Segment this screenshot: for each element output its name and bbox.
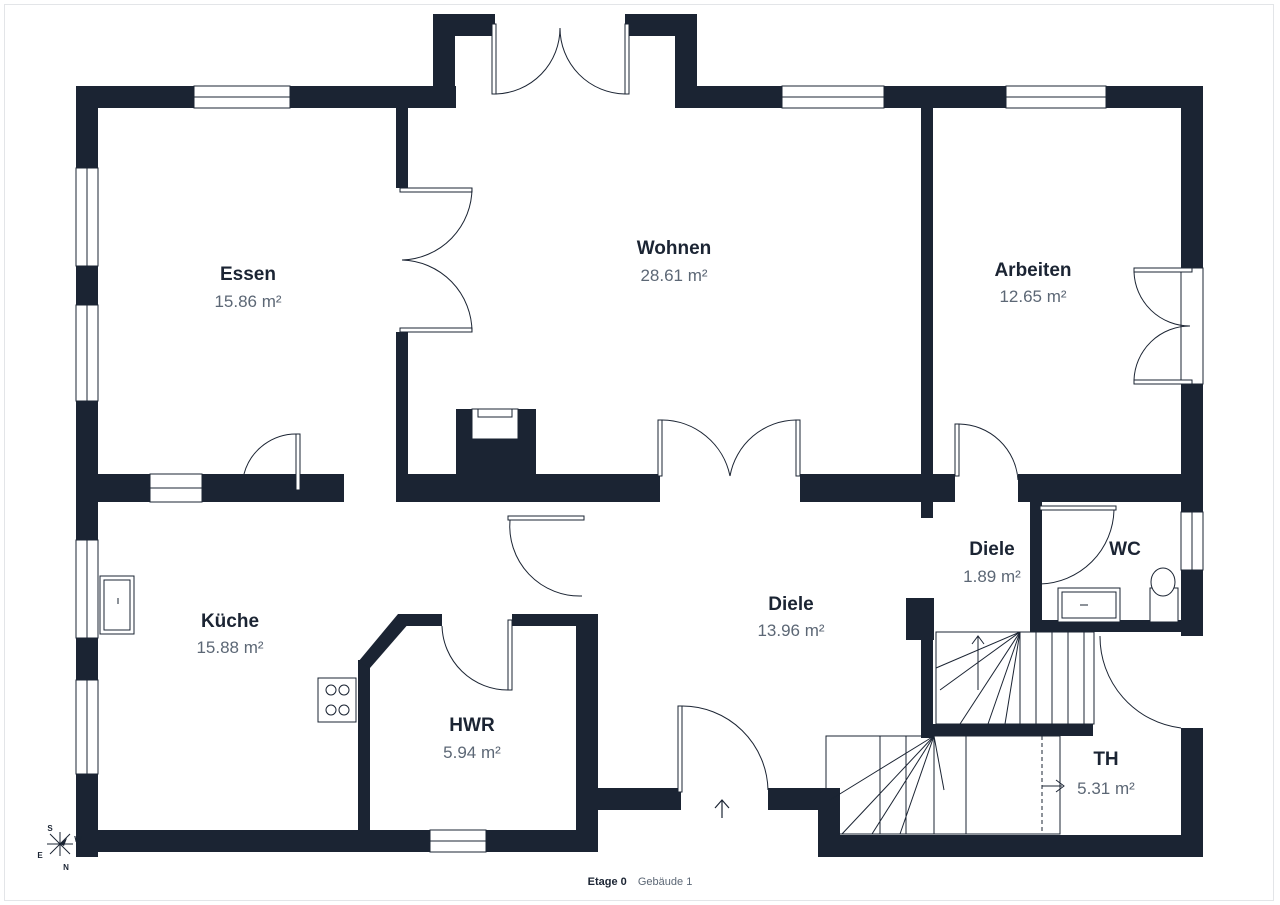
doors — [243, 23, 1193, 793]
room-name: Essen — [220, 264, 276, 285]
fixtures — [99, 408, 1179, 723]
compass-icon: S W E N — [37, 824, 82, 872]
room-wc: WC — [1109, 539, 1141, 560]
room-wohnen: Wohnen 28.61 m² — [637, 238, 712, 285]
room-arbeiten: Arbeiten 12.65 m² — [994, 260, 1071, 306]
room-kueche: Küche 15.88 m² — [196, 611, 263, 657]
room-th: TH 5.31 m² — [1077, 749, 1135, 798]
windows — [75, 85, 1204, 853]
walls — [76, 14, 1203, 857]
room-name: Arbeiten — [994, 260, 1071, 281]
building-label: Gebäude 1 — [637, 876, 693, 888]
compass-north-label: N — [63, 863, 69, 872]
room-area: 28.61 m² — [640, 266, 707, 285]
staircase — [825, 631, 1095, 835]
room-area: 5.31 m² — [1077, 779, 1135, 798]
room-diele-main: Diele 13.96 m² — [757, 594, 824, 640]
plan-footer: Etage 0 Gebäude 1 — [0, 876, 1280, 888]
compass-east-label: E — [37, 851, 43, 860]
room-name: Diele — [969, 539, 1014, 560]
room-area: 1.89 m² — [963, 567, 1021, 586]
compass-west-label: W — [74, 835, 82, 844]
room-area: 15.86 m² — [214, 292, 281, 311]
room-labels: Essen 15.86 m² Wohnen 28.61 m² Arbeiten … — [196, 238, 1141, 798]
room-name: TH — [1093, 749, 1118, 770]
room-name: Küche — [201, 611, 259, 632]
plan-frame — [4, 4, 1274, 901]
floor-label: Etage 0 — [587, 876, 627, 888]
room-name: Diele — [768, 594, 813, 615]
room-name: WC — [1109, 539, 1141, 560]
room-area: 13.96 m² — [757, 621, 824, 640]
compass-south-label: S — [47, 824, 53, 833]
room-area: 5.94 m² — [443, 743, 501, 762]
room-area: 15.88 m² — [196, 638, 263, 657]
room-area: 12.65 m² — [999, 287, 1066, 306]
room-hwr: HWR 5.94 m² — [443, 715, 501, 762]
room-essen: Essen 15.86 m² — [214, 264, 281, 311]
room-name: Wohnen — [637, 238, 712, 259]
room-name: HWR — [449, 715, 495, 736]
room-diele-small: Diele 1.89 m² — [963, 539, 1021, 586]
entrance-arrow-icon — [714, 799, 730, 818]
